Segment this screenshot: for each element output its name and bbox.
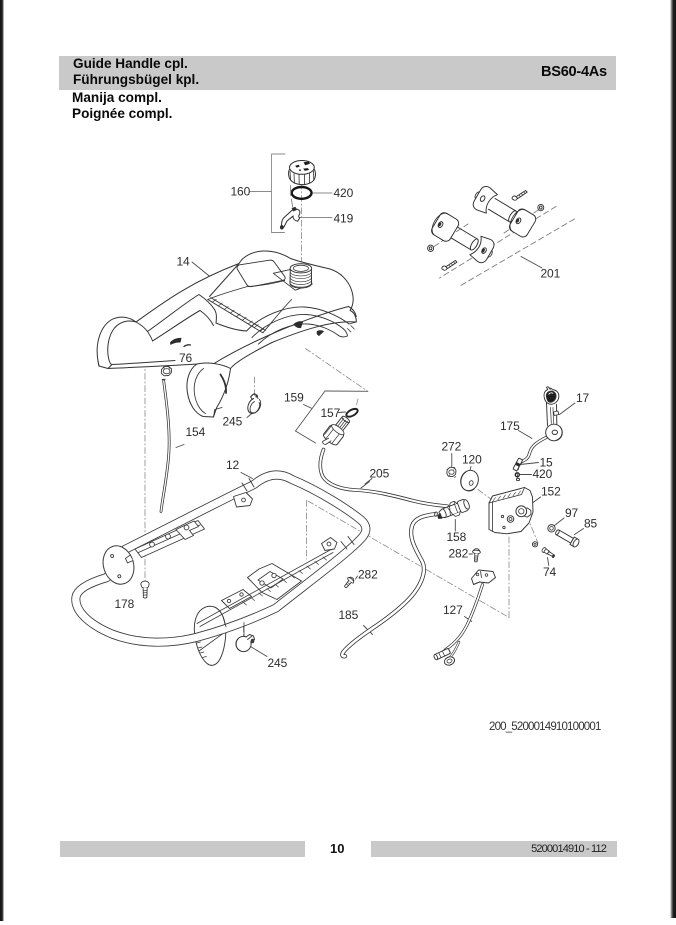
svg-text:120: 120 [462,453,482,467]
svg-text:282: 282 [358,568,378,582]
svg-text:14: 14 [177,255,191,269]
svg-text:245: 245 [268,656,288,670]
svg-text:159: 159 [284,391,304,405]
svg-text:160: 160 [231,184,251,198]
svg-text:185: 185 [339,608,359,622]
svg-text:15: 15 [540,456,554,470]
svg-text:154: 154 [186,425,206,439]
svg-text:17: 17 [576,391,590,405]
svg-text:201: 201 [541,267,561,281]
svg-text:419: 419 [334,211,354,225]
svg-text:272: 272 [442,440,462,454]
svg-text:245: 245 [223,415,243,429]
svg-text:282: 282 [449,547,469,561]
svg-text:127: 127 [443,603,463,617]
svg-text:175: 175 [500,419,520,433]
svg-text:420: 420 [533,467,553,481]
svg-text:205: 205 [370,467,390,481]
svg-text:420: 420 [334,186,354,200]
svg-text:12: 12 [226,458,240,472]
svg-text:158: 158 [447,530,467,544]
svg-text:152: 152 [541,485,561,499]
svg-text:85: 85 [584,517,598,531]
svg-text:74: 74 [543,565,557,579]
svg-text:76: 76 [179,351,193,365]
svg-text:97: 97 [565,506,579,520]
svg-text:178: 178 [115,597,135,611]
svg-text:157: 157 [321,406,341,420]
